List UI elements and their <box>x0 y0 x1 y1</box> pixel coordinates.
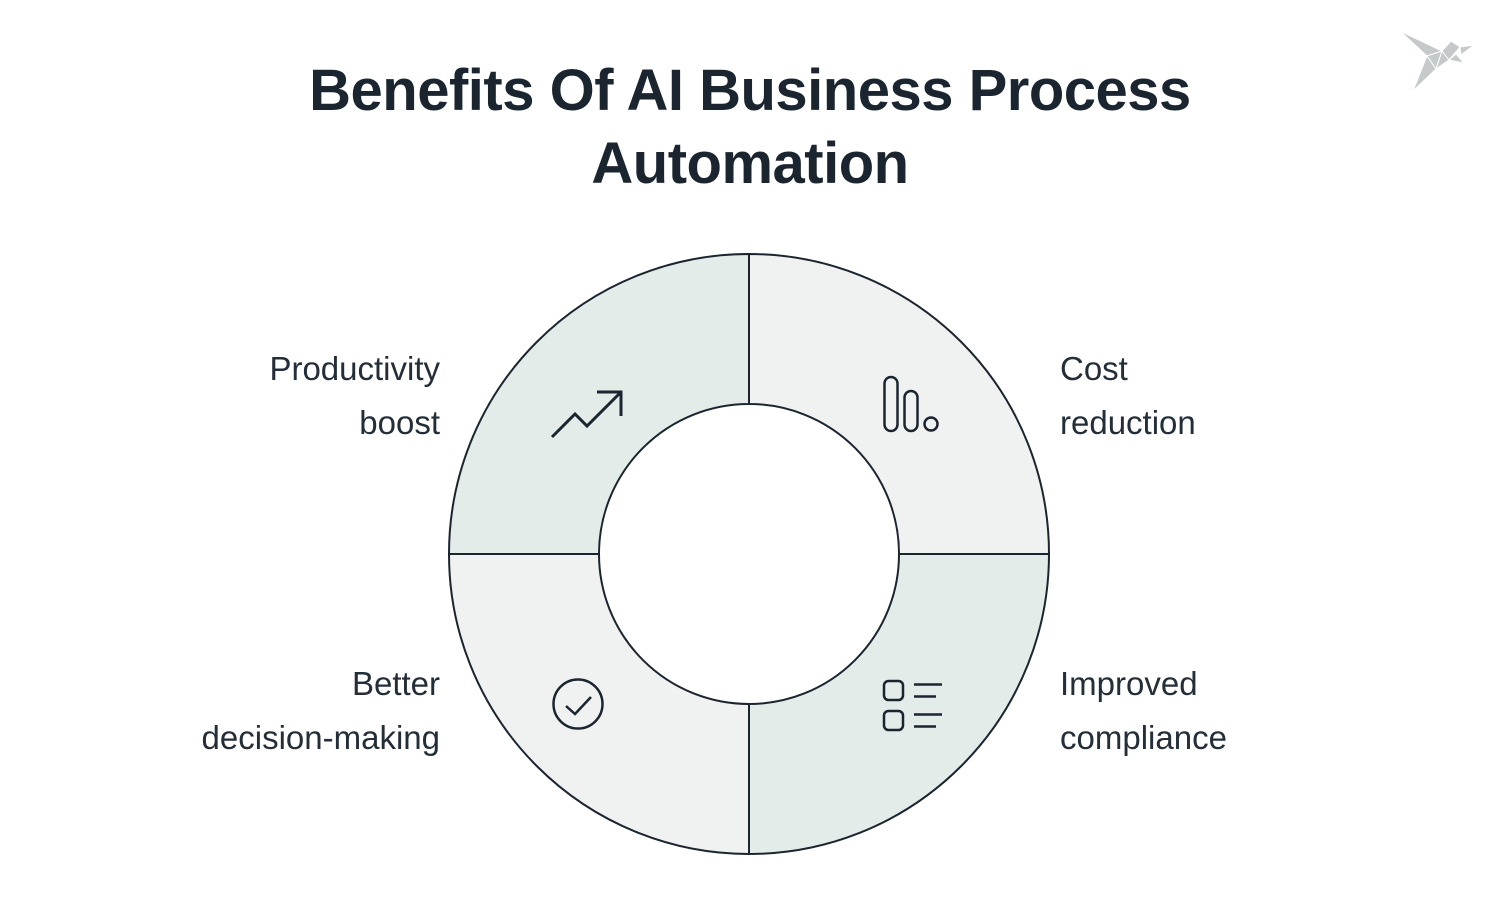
label-line: decision-making <box>201 719 440 756</box>
checklist-icon <box>882 679 942 732</box>
bird-icon <box>1399 30 1476 92</box>
page-title-line-2: Automation <box>591 131 909 196</box>
label-line: Cost <box>1060 350 1128 387</box>
origami-bird-logo <box>1399 30 1476 92</box>
label-line: Productivity <box>269 350 440 387</box>
segment-label-productivity-boost: Productivity boost <box>269 342 440 450</box>
page-title-line-1: Benefits Of AI Business Process <box>309 58 1191 123</box>
label-line: compliance <box>1060 719 1227 756</box>
label-line: reduction <box>1060 404 1196 441</box>
segment-label-better-decision-making: Better decision-making <box>202 657 440 765</box>
trending-up-icon <box>550 390 623 439</box>
segment-cost-reduction <box>748 253 1050 555</box>
page-title: Benefits Of AI Business Process Automati… <box>200 54 1300 200</box>
bar-chart-icon <box>883 375 939 433</box>
label-line: Improved <box>1060 665 1198 702</box>
label-line: boost <box>359 404 440 441</box>
donut-diagram <box>448 253 1050 855</box>
segment-label-cost-reduction: Cost reduction <box>1060 342 1196 450</box>
label-line: Better <box>351 665 440 702</box>
segment-productivity-boost <box>448 253 750 555</box>
segment-label-improved-compliance: Improved compliance <box>1060 657 1227 765</box>
segment-improved-compliance <box>748 553 1050 855</box>
check-circle-icon <box>552 678 604 730</box>
segment-better-decision-making <box>448 553 750 855</box>
